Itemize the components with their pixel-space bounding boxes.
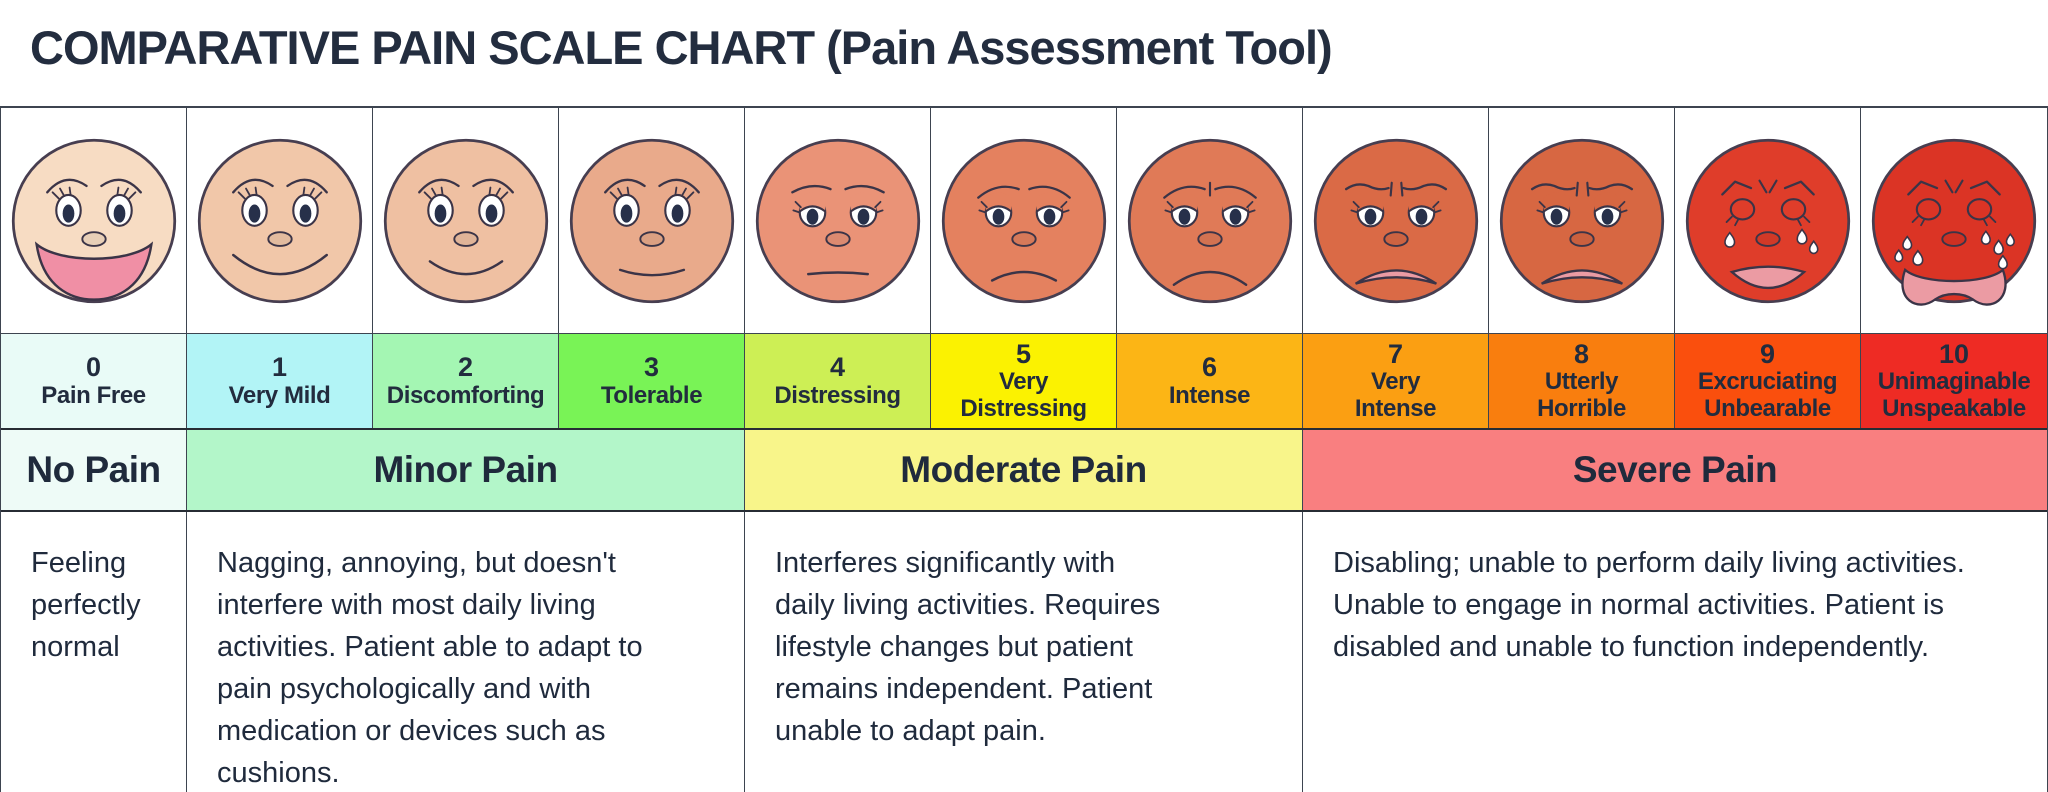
pain-face-8-open-frown-icon: [1497, 136, 1667, 306]
face-cell-5: [931, 108, 1117, 333]
category-cell-no-pain: No Pain: [1, 430, 187, 510]
pain-level-label: Excruciating: [1697, 368, 1838, 396]
pain-face-3-faint-smile-icon: [567, 136, 737, 306]
descriptions-row: Feeling perfectly normal Nagging, annoyin…: [1, 512, 2047, 792]
pain-face-4-neutral-icon: [753, 136, 923, 306]
pain-face-9-crying-icon: [1683, 136, 1853, 306]
pain-level-number: 5: [1015, 339, 1032, 369]
pain-level-label: Intense: [1168, 381, 1251, 409]
pain-level-label: Pain Free: [41, 381, 146, 409]
category-cell-moderate-pain: Moderate Pain: [745, 430, 1303, 510]
pain-level-label: Very: [998, 368, 1049, 396]
face-cell-3: [559, 108, 745, 333]
pain-face-6-deep-frown-icon: [1125, 136, 1295, 306]
description-cell-severe-pain: Disabling; unable to perform daily livin…: [1303, 512, 2047, 792]
pain-level-number: 6: [1201, 352, 1218, 383]
category-description: Disabling; unable to perform daily livin…: [1333, 547, 1965, 664]
category-name: Moderate Pain: [900, 449, 1147, 490]
description-cell-no-pain: Feeling perfectly normal: [1, 512, 187, 792]
pain-level-number: 9: [1759, 339, 1776, 369]
pain-level-number: 2: [457, 352, 474, 383]
description-cell-moderate-pain: Interferes significantly with daily livi…: [745, 512, 1303, 792]
category-description: Interferes significantly with daily livi…: [775, 547, 1161, 748]
pain-level-label: Intense: [1354, 395, 1437, 423]
face-cell-2: [373, 108, 559, 333]
pain-level-number: 8: [1573, 339, 1590, 369]
description-cell-minor-pain: Nagging, annoying, but doesn't interfere…: [187, 512, 745, 792]
pain-level-number: 3: [643, 352, 660, 383]
pain-level-number: 7: [1387, 339, 1404, 369]
pain-face-1-smile-icon: [195, 136, 365, 306]
category-cell-severe-pain: Severe Pain: [1303, 430, 2047, 510]
pain-level-label: Distressing: [774, 381, 901, 409]
face-cell-4: [745, 108, 931, 333]
pain-level-number: 4: [829, 352, 846, 383]
page-title: COMPARATIVE PAIN SCALE CHART (Pain Asses…: [30, 21, 1333, 74]
pain-level-label: Tolerable: [600, 381, 703, 409]
pain-level-label: Distressing: [960, 395, 1087, 423]
pain-level-label: Very Mild: [228, 381, 331, 409]
pain-level-label: Discomforting: [386, 381, 545, 409]
face-cell-9: [1675, 108, 1861, 333]
pain-level-label: Utterly: [1544, 368, 1619, 396]
category-name: Minor Pain: [373, 449, 558, 490]
category-cell-minor-pain: Minor Pain: [187, 430, 745, 510]
pain-face-5-frown-icon: [939, 136, 1109, 306]
pain-level-label: Unbearable: [1704, 395, 1831, 423]
category-description: Nagging, annoying, but doesn't interfere…: [217, 547, 643, 790]
pain-level-number: 1: [271, 352, 288, 383]
pain-face-0-happy-big-smile-icon: [9, 136, 179, 306]
pain-face-7-open-frown-icon: [1311, 136, 1481, 306]
pain-level-label: Unimaginable: [1877, 368, 2031, 396]
face-cell-6: [1117, 108, 1303, 333]
pain-face-10-wailing-icon: [1869, 136, 2039, 306]
pain-level-label: Very: [1370, 368, 1421, 396]
category-description: Feeling perfectly normal: [31, 547, 141, 664]
faces-row: [1, 106, 2047, 334]
pain-level-number: 10: [1938, 339, 1970, 369]
face-cell-0: [1, 108, 187, 333]
face-cell-8: [1489, 108, 1675, 333]
pain-level-label: Unspeakable: [1882, 395, 2026, 423]
face-cell-10: [1861, 108, 2047, 333]
pain-level-label: Horrible: [1537, 395, 1626, 423]
face-cell-1: [187, 108, 373, 333]
pain-level-number: 0: [85, 352, 102, 383]
category-name: Severe Pain: [1572, 449, 1778, 490]
category-name: No Pain: [26, 449, 161, 490]
pain-face-2-slight-smile-icon: [381, 136, 551, 306]
face-cell-7: [1303, 108, 1489, 333]
categories-row: No Pain Minor Pain Moderate Pain Severe Pai…: [1, 430, 2047, 512]
